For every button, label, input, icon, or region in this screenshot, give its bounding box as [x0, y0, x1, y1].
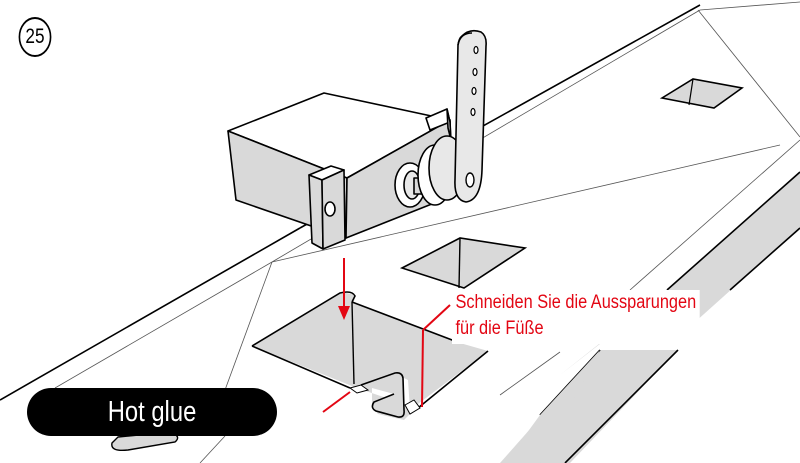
foot-cutout-small: [399, 237, 528, 289]
hot-glue-label: Hot glue: [27, 388, 277, 436]
hot-glue-label-text: Hot glue: [107, 395, 197, 428]
callout-line-2: für die Füße: [455, 318, 544, 339]
wing-slot-small: [659, 78, 745, 109]
foot-cutout-large: [251, 291, 489, 420]
callout-line-1: Schneiden Sie die Aussparungen: [455, 292, 697, 313]
step-number: 25: [25, 25, 45, 48]
cut-markers: [322, 258, 451, 413]
step-number-badge: 25: [18, 17, 52, 57]
cut-instruction-callout: Schneiden Sie die Aussparungen für die F…: [452, 290, 700, 344]
servo: [227, 29, 487, 250]
